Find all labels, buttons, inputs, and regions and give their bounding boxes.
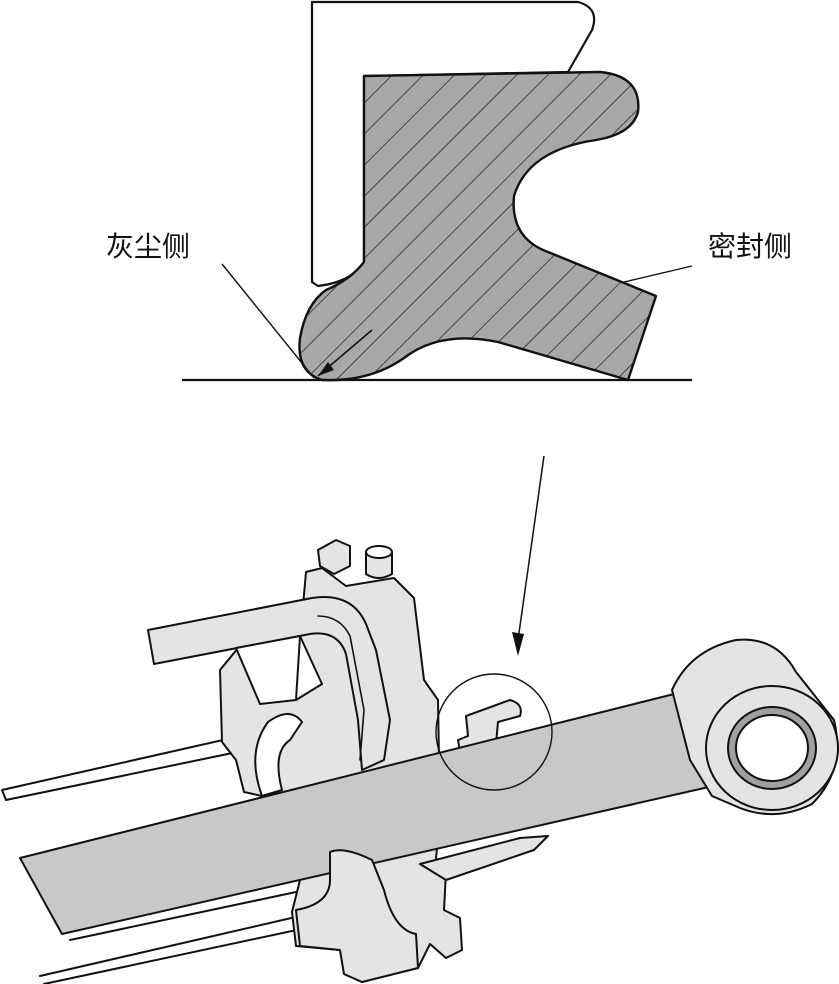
upper-arm (147, 596, 391, 771)
upper-arm-inner (317, 615, 365, 761)
mount-block (235, 635, 323, 705)
eye-bore (735, 714, 809, 782)
dust-side-leader (221, 263, 315, 379)
housing-lower (295, 849, 419, 983)
bracket-curve (254, 713, 303, 797)
seal-side-leader (623, 265, 693, 283)
detail-circle (435, 673, 553, 791)
lower-clip (419, 835, 549, 881)
dust-side-label: 灰尘侧 (106, 230, 190, 263)
detail-pointer-arrow (512, 455, 545, 656)
dust-side-arrow (317, 329, 373, 377)
seal-cross-section: 灰尘侧 密封侧 (106, 0, 792, 382)
seal-side-label: 密封侧 (708, 230, 792, 263)
eye-end (671, 638, 839, 816)
seal-lip-profile (298, 70, 658, 382)
assembly-view (1, 539, 839, 984)
top-bolts (317, 539, 393, 579)
